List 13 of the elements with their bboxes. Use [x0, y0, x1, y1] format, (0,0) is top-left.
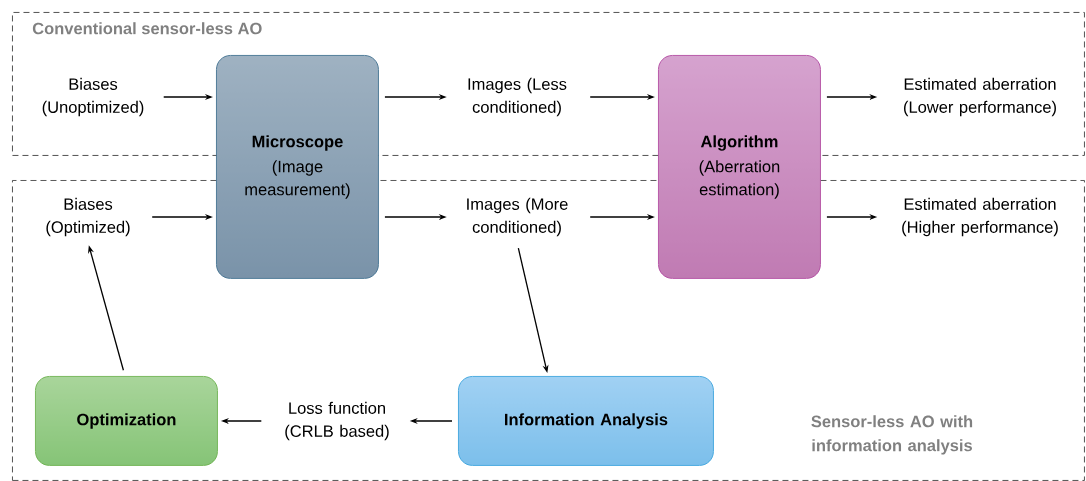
region-heading: Sensor-less AO with information analysis	[811, 415, 973, 455]
process-box: Algorithm (Aberration estimation)	[658, 55, 821, 279]
flow-label: Images (Less conditioned)	[468, 77, 567, 117]
flow-label: Biases (Unoptimized)	[42, 77, 144, 117]
flow-label: Biases (Optimized)	[46, 197, 130, 237]
process-box: Microscope (Image measurement)	[216, 55, 379, 279]
flow-label: Loss function (CRLB based)	[285, 401, 389, 441]
flow-label: Images (More conditioned)	[467, 197, 568, 237]
flow-label: Estimated aberration (Lower performance)	[904, 77, 1056, 117]
process-box: Optimization	[35, 376, 218, 466]
process-box: Information Analysis	[458, 376, 714, 466]
flow-label: Estimated aberration (Higher performance)	[902, 197, 1058, 237]
region-heading: Conventional sensor-less AO	[32, 22, 262, 35]
